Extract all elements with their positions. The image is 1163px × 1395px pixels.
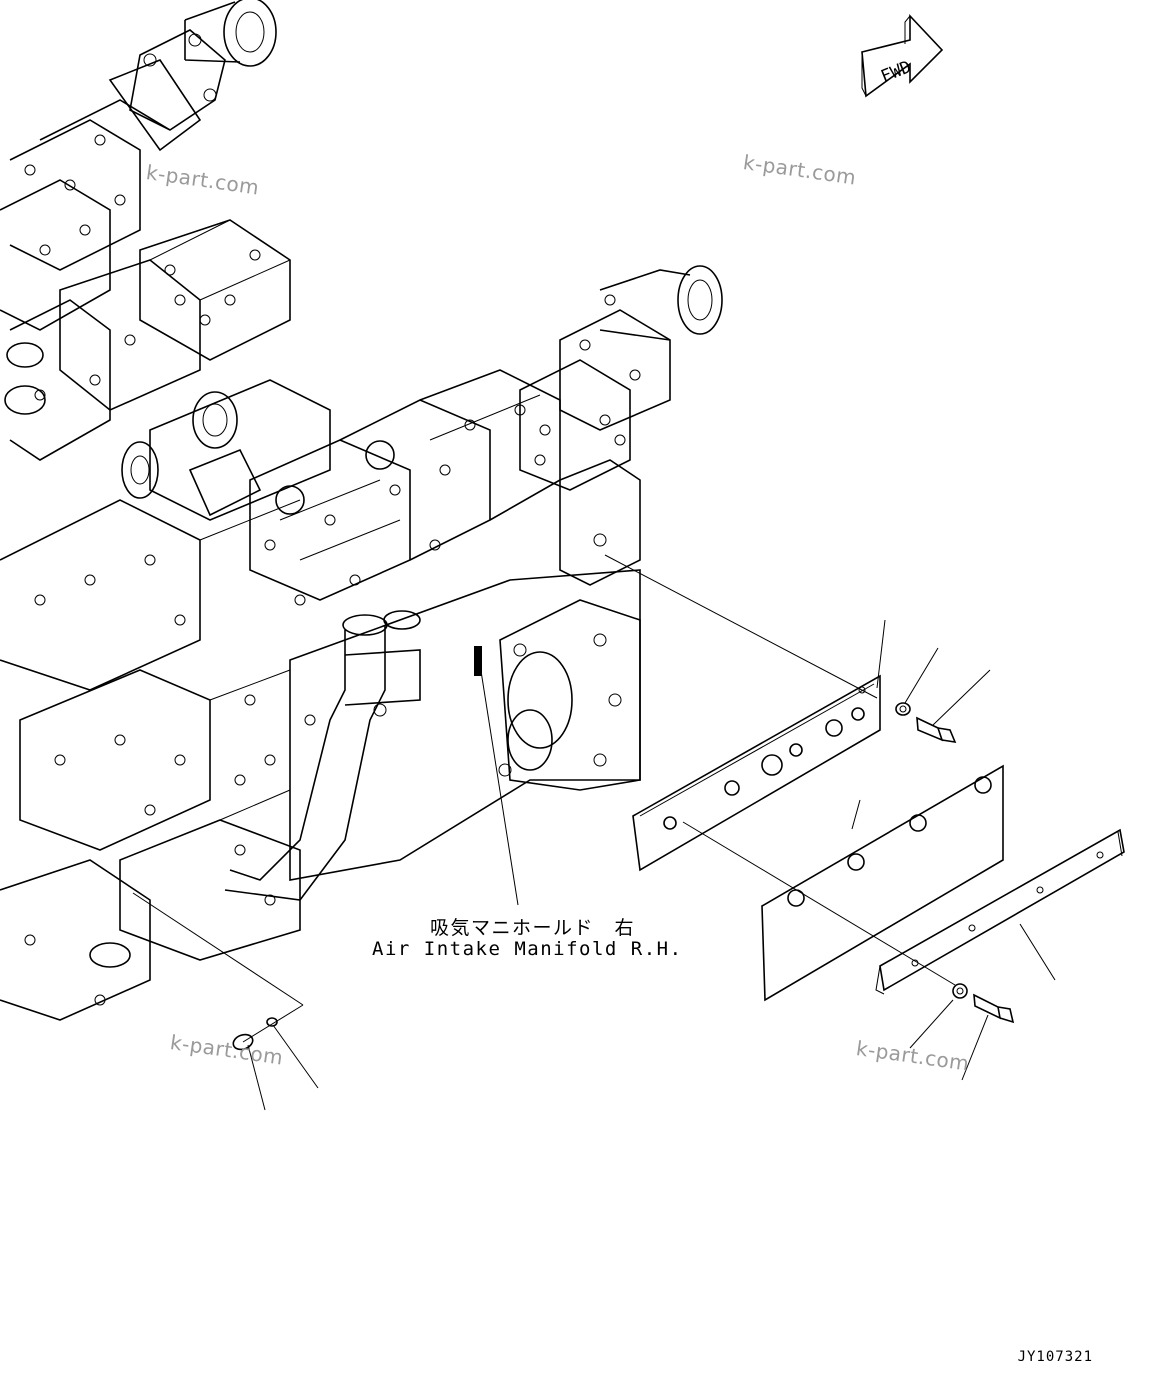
engine-center-block [249, 265, 723, 606]
engine-lower-block [0, 499, 641, 1021]
fwd-arrow-icon: FWD [861, 13, 944, 98]
document-id: JY107321 [1017, 1349, 1093, 1365]
leader-lines [132, 554, 1056, 1111]
heat-shield-upper-plate [632, 674, 881, 872]
washer-bolt-lower [952, 983, 1015, 1024]
callout-anchor-mark [474, 646, 482, 676]
o-ring-parts [232, 1017, 278, 1051]
washer-bolt-upper [895, 702, 957, 744]
engine-upper-block [0, 0, 331, 521]
callout-label-en: Air Intake Manifold R.H. [372, 938, 683, 960]
fwd-label: FWD [878, 57, 914, 87]
callout-label-jp: 吸気マニホールド 右 [430, 917, 636, 939]
